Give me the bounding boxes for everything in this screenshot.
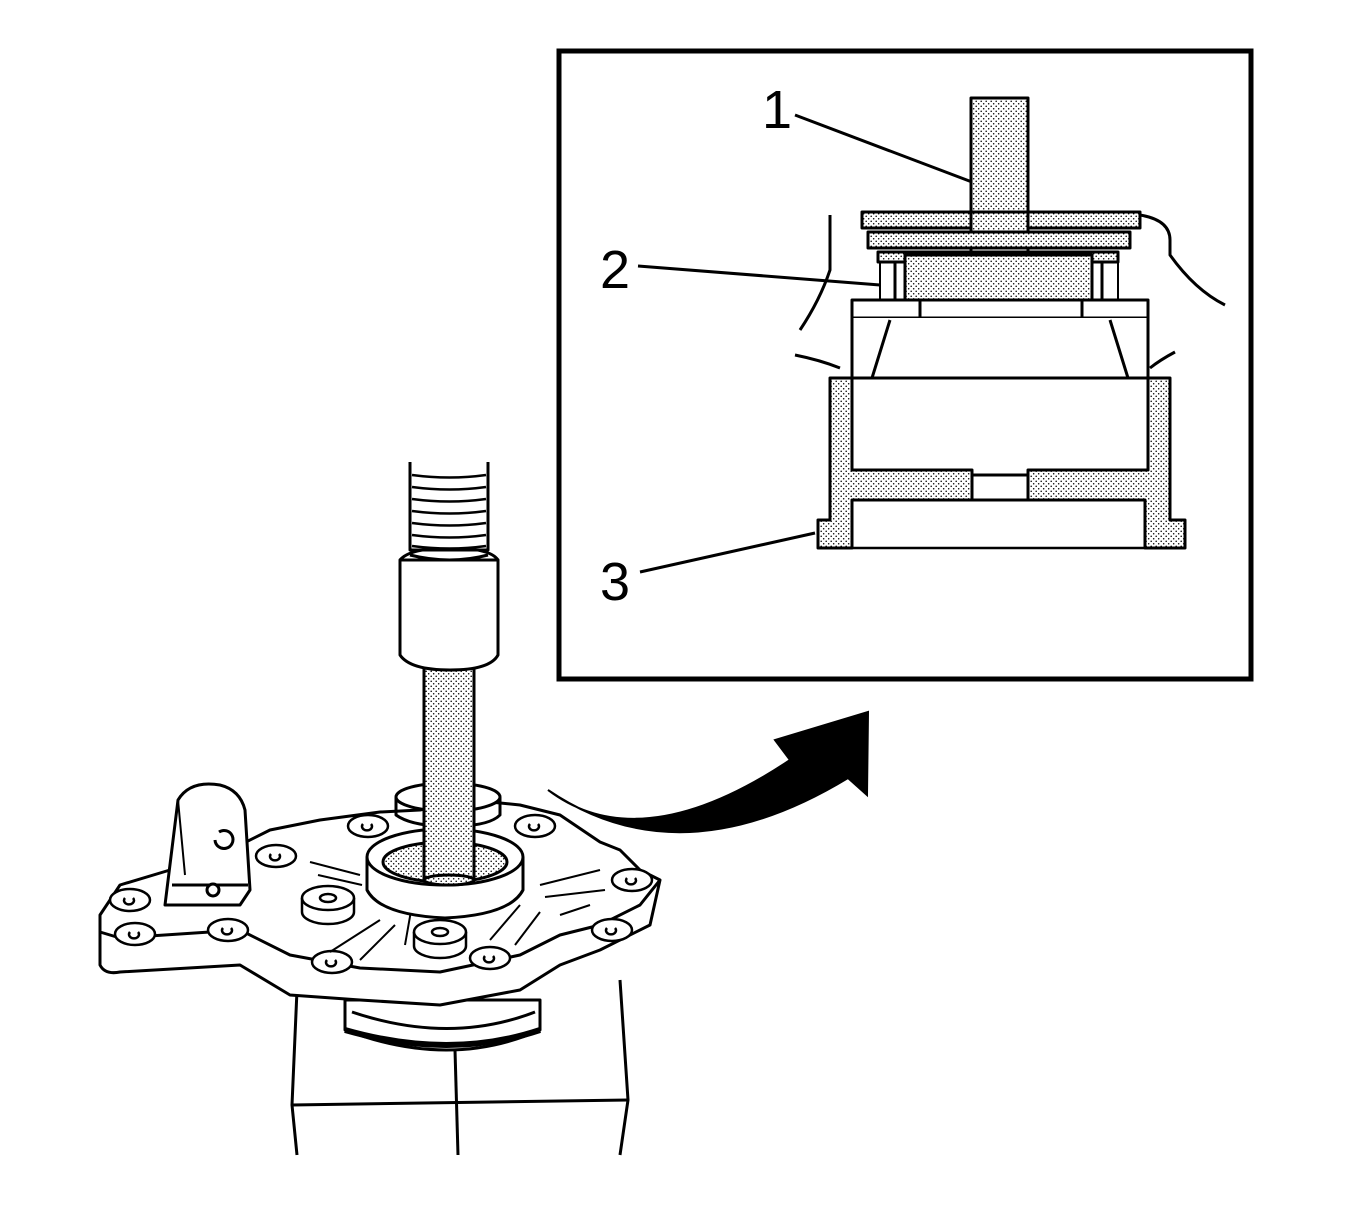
bolt-boss (206, 917, 250, 943)
bolt-boss (346, 813, 390, 839)
support-block (290, 979, 630, 1156)
callout-2: 2 (600, 240, 630, 300)
raised-boss (300, 884, 356, 926)
bolt-boss (468, 945, 512, 971)
leader-line-1 (794, 113, 973, 184)
detail-arrow (547, 710, 870, 834)
screw-threads (411, 473, 487, 550)
leader-line-2 (637, 264, 881, 287)
threaded-screw (408, 462, 490, 562)
press-shaft (422, 663, 476, 887)
lower-ring (343, 998, 542, 1052)
bolt-boss (254, 843, 298, 869)
detail-inset: 1 2 3 (556, 48, 1254, 682)
lifting-bracket (163, 782, 252, 907)
bolt-boss (310, 949, 354, 975)
raised-bosses (300, 884, 468, 960)
driver-head (903, 253, 1094, 305)
bearing-cone (850, 318, 1150, 380)
callout-3: 3 (600, 552, 630, 612)
seal (850, 298, 1150, 320)
bolt-boss (610, 867, 654, 893)
press-collar (398, 546, 500, 672)
leader-lines (637, 113, 973, 574)
raised-boss (412, 918, 468, 960)
tool-top-plate (860, 210, 1142, 230)
main-assembly (98, 462, 662, 1156)
support-cup (816, 376, 974, 550)
callout-1: 1 (762, 80, 792, 140)
inset-drawing (794, 96, 1226, 550)
flange-bolt-bosses (108, 813, 654, 975)
bolt-boss (590, 917, 634, 943)
bolt-boss (108, 887, 152, 913)
bolt-boss (113, 921, 157, 947)
bolt-boss (513, 813, 557, 839)
leader-line-3 (639, 531, 816, 574)
